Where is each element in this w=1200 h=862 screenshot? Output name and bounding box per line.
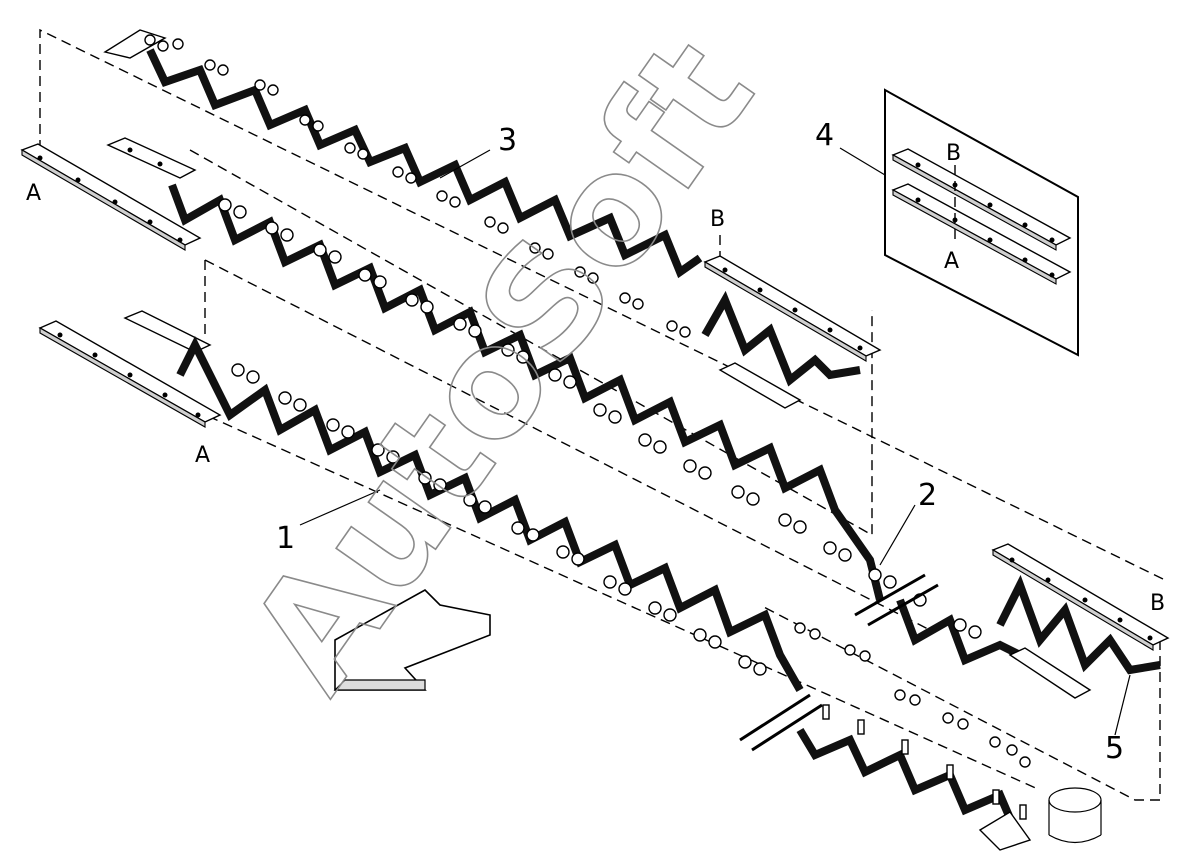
callout-2: 2 (918, 478, 937, 513)
callout-4: 4 (815, 118, 834, 153)
inset-letter-b: B (946, 141, 961, 166)
callout-5: 5 (1105, 731, 1124, 766)
knife-section-assembly-3 (103, 29, 703, 338)
ref-letter-b-middle: B (710, 207, 725, 232)
guard-bar-left-upper (20, 137, 202, 251)
inset-detail-4 (884, 88, 1079, 357)
ref-letter-a-upper-left: A (26, 181, 41, 206)
bolt-row-3 (144, 34, 691, 338)
ref-letter-a-lower-left: A (195, 443, 210, 468)
guard-bar-middle-right (701, 255, 882, 409)
knife-end-assembly (794, 622, 1102, 851)
bolt-stack (794, 622, 1031, 820)
callout-3: 3 (498, 123, 517, 158)
assembly-guide-lines (39, 28, 1166, 801)
bolt-row-2 (218, 198, 897, 589)
callout-1: 1 (276, 521, 295, 556)
inset-letter-a: A (944, 249, 959, 274)
ref-letter-b-right: B (1150, 591, 1165, 616)
callout-leaders (299, 147, 1131, 736)
bolt-row-1 (231, 363, 767, 676)
knife-section-assembly-1 (38, 310, 823, 752)
direction-arrow-icon (333, 589, 491, 691)
knife-section-assembly-2 (168, 183, 1022, 666)
knife-section-assembly-5 (991, 543, 1170, 699)
